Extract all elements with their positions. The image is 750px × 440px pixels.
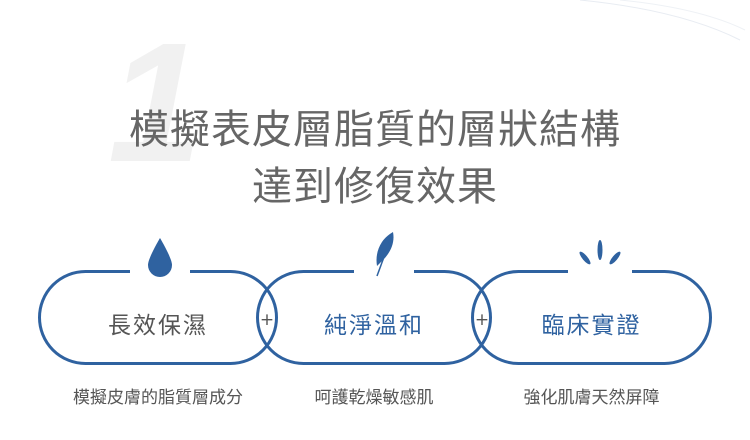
decorative-arcs xyxy=(579,0,746,41)
feature-desc: 呵護乾燥敏感肌 xyxy=(314,388,434,408)
hero-title-line1: 模擬表皮層脂質的層狀結構 xyxy=(129,107,621,153)
feature-desc: 模擬皮膚的脂質層成分 xyxy=(73,388,243,408)
plus-icon: + xyxy=(259,310,275,330)
feather-icon xyxy=(354,230,414,278)
plus-icon: + xyxy=(474,310,490,330)
feature-label: 純淨溫和 xyxy=(324,313,424,339)
water-drop-icon xyxy=(130,236,190,278)
feature-label: 長效保濕 xyxy=(108,313,208,339)
feature-label: 臨床實證 xyxy=(541,313,642,339)
feature-desc: 強化肌膚天然屏障 xyxy=(523,388,660,408)
sparkle-icon xyxy=(568,240,632,276)
hero-title-line2: 達到修復效果 xyxy=(252,164,498,210)
hero-number: 1 xyxy=(108,8,203,198)
